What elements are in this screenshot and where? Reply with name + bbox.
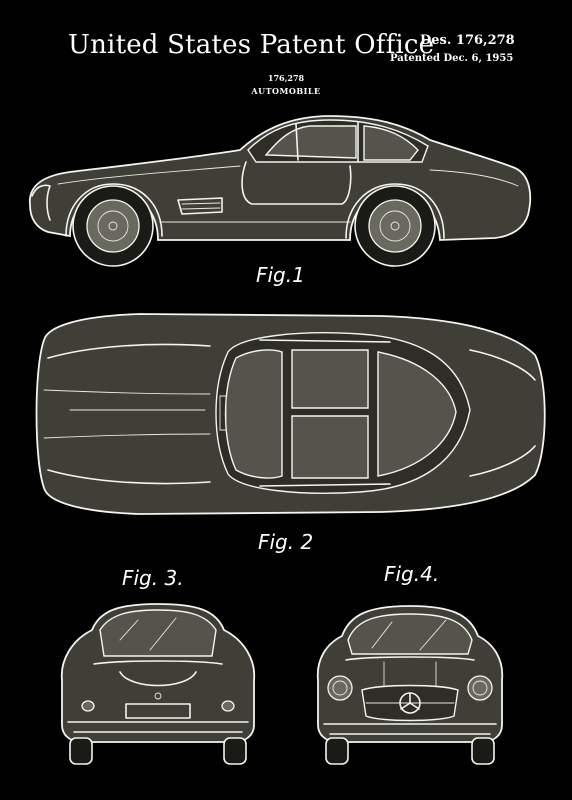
- figure-1-label: Fig.1: [256, 263, 305, 287]
- figure-4-label: Fig.4.: [384, 562, 440, 586]
- patent-number-small: 176,278: [267, 73, 305, 83]
- figure-2-label: Fig. 2: [258, 530, 314, 554]
- patent-subject: AUTOMOBILE: [251, 86, 321, 96]
- top-view-drawing: [35, 313, 546, 515]
- patent-office-title: United States Patent Office: [68, 30, 435, 60]
- patent-date: Patented Dec. 6, 1955: [390, 53, 514, 64]
- design-number: Des. 176,278: [420, 33, 515, 48]
- side-view-drawing: [28, 115, 532, 267]
- rear-view-drawing: [60, 603, 256, 765]
- figure-3-label: Fig. 3.: [122, 566, 184, 590]
- front-view-drawing: [316, 605, 504, 765]
